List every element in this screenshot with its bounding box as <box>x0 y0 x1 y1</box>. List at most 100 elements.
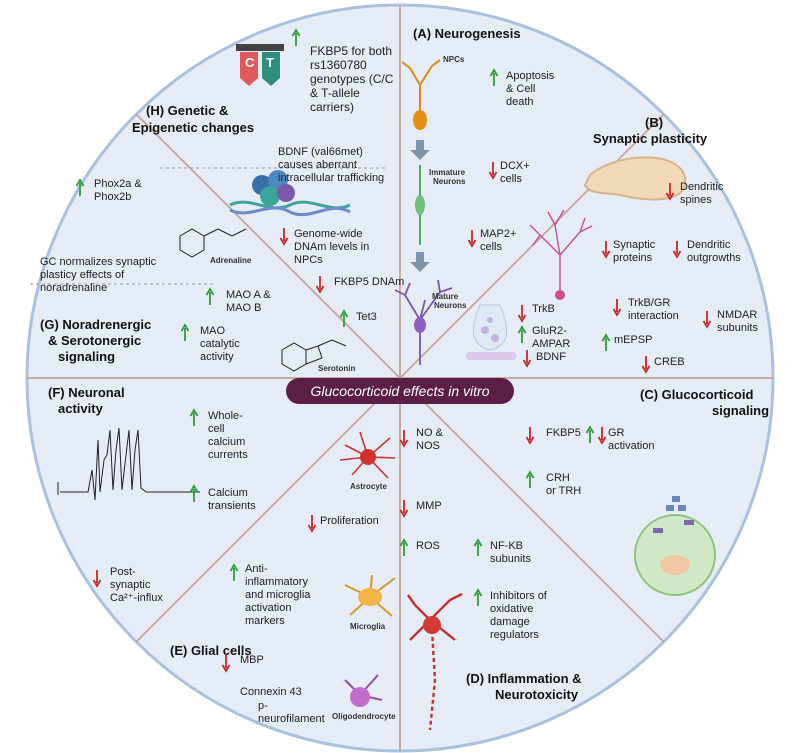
down-arrow-icon <box>279 228 289 246</box>
section-e-title: (E) Glial cells <box>170 643 252 658</box>
up-arrow-icon <box>601 333 611 351</box>
phox-text: Phox2a &Phox2b <box>94 178 142 203</box>
immature-label-1: Immature <box>429 168 466 177</box>
proliferation-text: Proliferation <box>320 515 379 527</box>
creb-text: CREB <box>654 356 685 368</box>
down-arrow-icon <box>665 183 675 201</box>
tet3-text: Tet3 <box>356 311 377 323</box>
glur2-text: GluR2-AMPAR <box>532 325 571 350</box>
section-h-title: (H) Genetic & <box>146 103 229 118</box>
dcx-text: DCX+cells <box>500 160 530 185</box>
up-arrow-icon <box>291 28 301 46</box>
up-arrow-icon <box>75 178 85 196</box>
up-arrow-icon <box>180 323 190 341</box>
oligodendrocyte-icon <box>344 674 383 707</box>
mepsp-text: mEPSP <box>614 334 653 346</box>
astrocyte-icon <box>339 431 396 479</box>
flow-arrow-1 <box>410 140 430 160</box>
section-g-sub2: signaling <box>58 349 116 364</box>
calcium-trace-icon <box>60 427 200 501</box>
section-g-subtitle: & Serotonergic <box>48 333 142 348</box>
synapse-icon <box>466 304 516 360</box>
ct-genotype-icon <box>236 44 284 86</box>
down-arrow-icon <box>517 305 527 323</box>
up-arrow-icon <box>517 325 527 343</box>
down-arrow-icon <box>92 570 102 588</box>
dashed-separators <box>30 167 385 285</box>
up-arrow-icon <box>205 287 215 305</box>
hippocampus-icon <box>583 156 687 201</box>
section-a-title: (A) Neurogenesis <box>413 26 521 41</box>
section-h-subtitle: Epigenetic changes <box>132 120 255 135</box>
down-arrow-icon <box>601 241 611 259</box>
section-c-subtitle: signaling <box>712 403 770 418</box>
down-arrow-icon <box>641 356 651 374</box>
down-arrow-icon <box>522 350 532 368</box>
microglia-icon <box>344 574 396 617</box>
down-arrow-icon <box>399 500 409 518</box>
center-label: Glucocorticoid effects in vitro <box>286 378 514 404</box>
down-arrow-icon <box>702 311 712 329</box>
c-letter: C <box>245 55 255 70</box>
oligo-label: Oligodendrocyte <box>332 712 396 721</box>
map2-text: MAP2+cells <box>480 228 517 253</box>
bdnf-b-text: BDNF <box>536 351 566 363</box>
adrenaline-label: Adrenaline <box>210 256 252 265</box>
down-arrow-icon <box>672 241 682 259</box>
fkbp5-dnam-text: FKBP5 DNAm <box>334 276 405 288</box>
down-arrow-icon <box>307 515 317 533</box>
section-d-title: (D) Inflammation & <box>466 671 582 686</box>
astrocyte-label: Astrocyte <box>350 482 387 491</box>
down-arrow-icon <box>315 276 325 294</box>
section-d-subtitle: Neurotoxicity <box>495 687 579 702</box>
flow-arrow-2 <box>410 252 430 272</box>
down-arrow-icon <box>488 162 498 180</box>
section-b-title: (B) <box>645 115 664 130</box>
immature-neuron-icon <box>415 165 425 245</box>
mao-text: MAO A &MAO B <box>226 289 271 314</box>
serotonin-label: Serotonin <box>318 364 356 373</box>
up-arrow-icon <box>339 309 349 327</box>
up-arrow-icon <box>473 588 483 606</box>
no-nos-text: NO &NOS <box>416 427 443 452</box>
up-arrow-icon <box>189 408 199 426</box>
ros-text: ROS <box>416 540 440 552</box>
section-f-title: (F) Neuronal <box>48 385 125 400</box>
trkb-text: TrkB <box>532 303 555 315</box>
down-arrow-icon <box>525 427 535 445</box>
up-arrow-icon <box>525 470 535 488</box>
down-arrow-icon <box>399 430 409 448</box>
mature-label-1: Mature <box>432 292 459 301</box>
up-arrow-icon <box>189 484 199 502</box>
dna-nucleosome-icon <box>229 170 351 217</box>
gr-cell-icon <box>634 496 716 596</box>
fkbp5-c-text: FKBP5 <box>546 427 581 439</box>
mature-label-2: Neurons <box>434 301 467 310</box>
down-arrow-icon <box>467 230 477 248</box>
serotonin-structure-icon <box>281 339 347 372</box>
up-arrow-icon <box>399 538 409 556</box>
section-f-subtitle: activity <box>58 401 103 416</box>
up-arrow-icon <box>473 538 483 556</box>
up-arrow-icon <box>229 563 239 581</box>
section-b-subtitle: Synaptic plasticity <box>593 131 708 146</box>
mature-neuron-icon <box>394 279 453 365</box>
mbp-text: MBP <box>240 654 264 666</box>
section-c-title: (C) Glucocorticoid <box>640 387 754 402</box>
neurotoxic-neuron-icon <box>407 592 463 731</box>
pneuro-text: p-neurofilament <box>258 700 325 725</box>
t-letter: T <box>266 55 274 70</box>
pyramidal-neuron-icon <box>529 209 593 300</box>
